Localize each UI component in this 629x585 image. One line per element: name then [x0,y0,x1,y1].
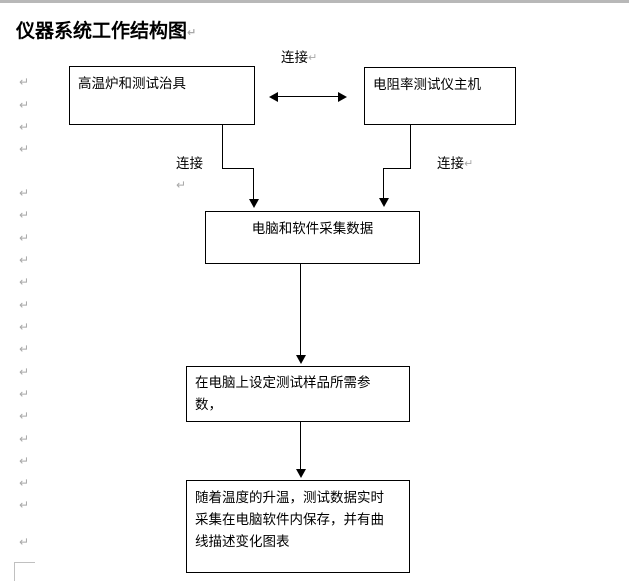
edge-label-connect-left: 连接 [176,155,203,173]
pilcrow-icon: ↵ [19,365,30,379]
edge-label-connect-right: 连接↵ [437,155,473,173]
pilcrow-icon: ↵ [19,342,30,356]
edge-line [277,96,339,97]
pilcrow-icon: ↵ [19,454,30,468]
flow-node-label: 在电脑上设定测试样品所需参 数， [195,375,371,413]
pilcrow-icon: ↵ [19,320,30,334]
pilcrow-icon: ↵ [19,535,30,549]
arrow-down-icon [379,198,389,207]
pilcrow-icon: ↵ [176,178,187,192]
edge-line [222,125,223,169]
arrow-down-icon [296,469,306,478]
edge-line [300,422,301,470]
edge-line [253,168,254,200]
flow-node-resistivity-meter[interactable]: 电阻率测试仪主机 [364,67,516,125]
pilcrow-icon: ↵ [19,387,30,401]
arrow-left-icon [269,92,278,102]
pilcrow-icon: ↵ [19,208,30,222]
pilcrow-icon: ↵ [19,142,30,156]
pilcrow-icon: ↵ [19,253,30,267]
pilcrow-icon: ↵ [19,231,30,245]
arrow-right-icon [338,92,347,102]
pilcrow-icon: ↵ [19,298,30,312]
pilcrow-icon: ↵ [308,51,318,64]
pilcrow-icon: ↵ [19,186,30,200]
pilcrow-icon: ↵ [19,476,30,490]
page-title-text: 仪器系统工作结构图 [16,20,188,42]
flow-node-realtime-acquisition[interactable]: 随着温度的升温，测试数据实时 采集在电脑软件内保存，并有曲 线描述变化图表 [186,480,410,573]
flow-node-pc-software[interactable]: 电脑和软件采集数据 [205,211,420,264]
document-top-rule [0,0,629,3]
edge-label-text: 连接 [176,156,203,172]
pilcrow-icon: ↵ [19,432,30,446]
pilcrow-icon: ↵ [19,120,30,134]
edge-line [383,168,411,169]
pilcrow-icon: ↵ [19,75,30,89]
flow-node-label: 电脑和软件采集数据 [251,221,374,237]
edge-line [300,264,301,356]
page-title: 仪器系统工作结构图↵ [16,19,196,45]
pilcrow-icon: ↵ [19,275,30,289]
pilcrow-icon: ↵ [19,98,30,112]
flow-node-furnace[interactable]: 高温炉和测试治具 [69,66,255,125]
flow-node-label: 电阻率测试仪主机 [373,77,481,93]
edge-label-text: 连接 [437,156,464,172]
arrow-down-icon [296,355,306,364]
edge-line [410,125,411,169]
pilcrow-icon: ↵ [187,26,197,39]
edge-label-connect-top: 连接↵ [281,49,317,67]
flow-node-label: 高温炉和测试治具 [78,76,186,92]
flow-node-set-parameters[interactable]: 在电脑上设定测试样品所需参 数， [186,366,410,422]
flow-node-label: 随着温度的升温，测试数据实时 采集在电脑软件内保存，并有曲 线描述变化图表 [195,490,384,550]
edge-line [222,168,254,169]
edge-line [383,168,384,199]
edge-label-text: 连接 [281,50,308,66]
pilcrow-icon: ↵ [19,409,30,423]
pilcrow-icon: ↵ [19,498,30,512]
arrow-down-icon [249,199,259,208]
pilcrow-icon: ↵ [464,157,474,170]
page-corner-mark [14,562,35,581]
